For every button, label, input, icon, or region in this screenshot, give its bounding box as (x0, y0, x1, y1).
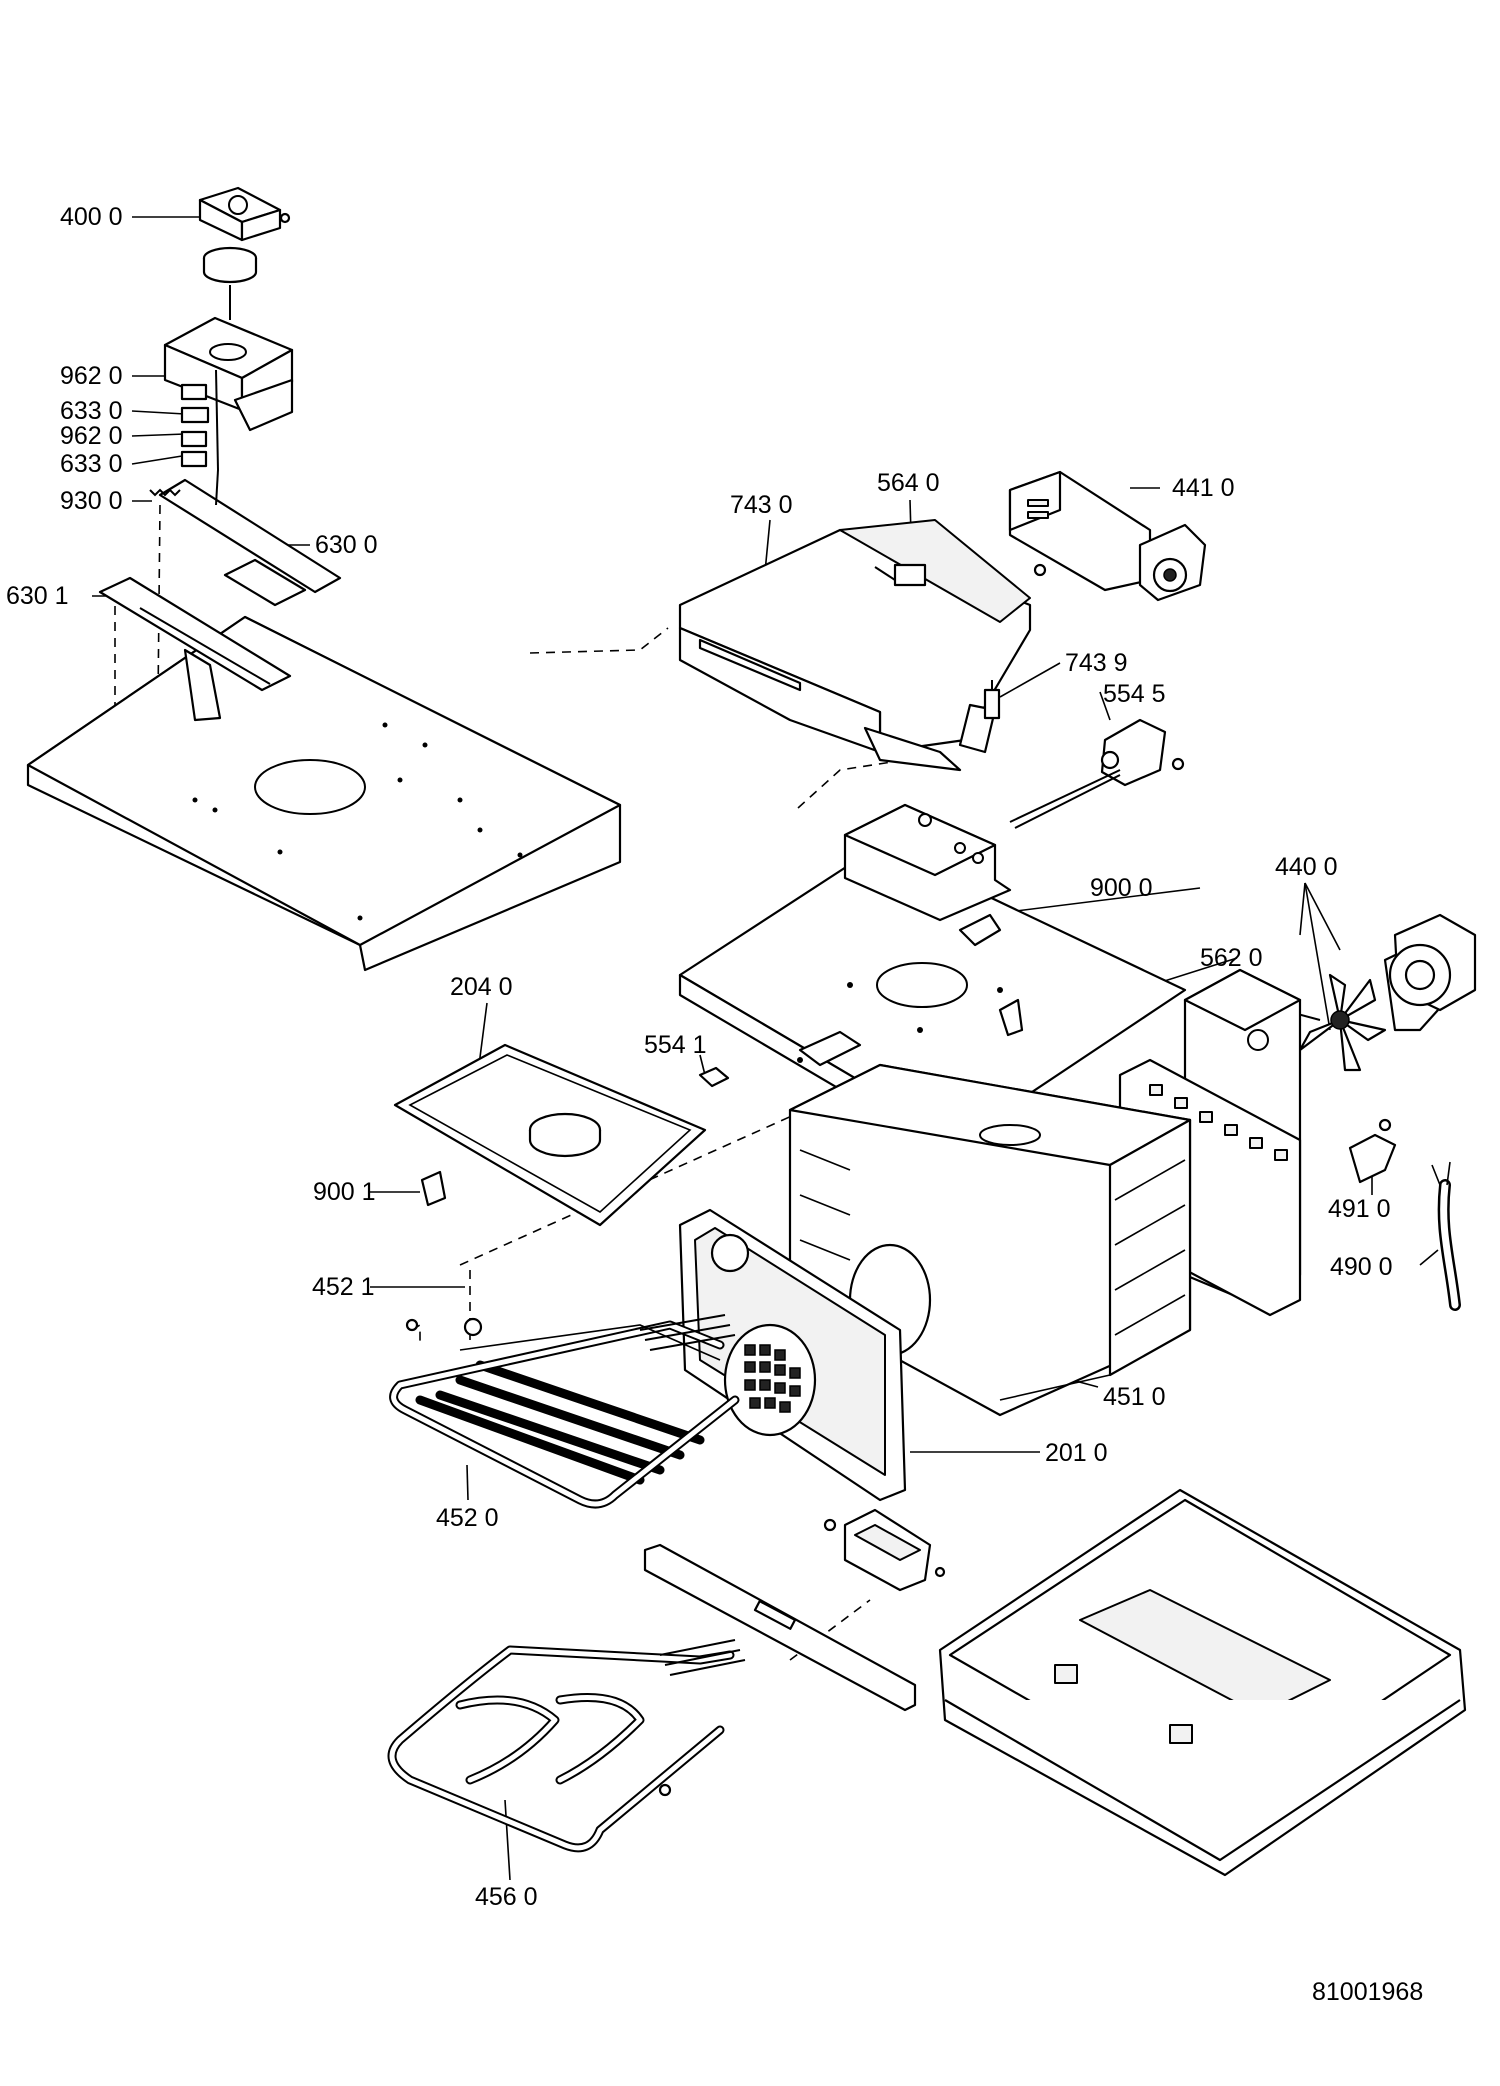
callout-451-0: 451 0 (1103, 1383, 1166, 1411)
fan-grille (744, 1344, 801, 1413)
callout-456-0: 456 0 (475, 1883, 538, 1911)
front-rail (643, 1543, 917, 1712)
callout-633-0-b: 633 0 (60, 450, 123, 478)
callout-491-0: 491 0 (1328, 1195, 1391, 1223)
fan-cover-201-0 (678, 1208, 907, 1502)
callout-204-0: 204 0 (450, 973, 513, 1001)
bracket-554-1 (698, 1066, 730, 1088)
timer-housing (163, 316, 294, 432)
callout-564-0: 564 0 (877, 469, 940, 497)
callout-633-0-a: 633 0 (60, 397, 123, 425)
callout-452-1: 452 1 (312, 1273, 375, 1301)
callout-201-0: 201 0 (1045, 1439, 1108, 1467)
callout-400-0: 400 0 (60, 203, 123, 231)
callout-900-0: 900 0 (1090, 874, 1153, 902)
timer-400-0 (198, 186, 291, 320)
insulation-pad-204-0 (393, 1043, 707, 1227)
bracket-bottom-center (823, 1508, 946, 1592)
callout-962-0-b: 962 0 (60, 422, 123, 450)
terminal-block-491-0 (1348, 1118, 1397, 1184)
bracket-630-1 (98, 576, 292, 722)
grill-element-456-0 (387, 1639, 746, 1853)
callout-554-1: 554 1 (644, 1031, 707, 1059)
callout-743-0: 743 0 (730, 491, 793, 519)
cooling-duct-743-0 (678, 519, 1047, 772)
callout-962-0-a: 962 0 (60, 362, 123, 390)
callout-562-0: 562 0 (1200, 944, 1263, 972)
callout-490-0: 490 0 (1330, 1253, 1393, 1281)
junction-box (843, 803, 1012, 922)
diagram-id: 81001968 (1312, 1978, 1423, 2006)
bracket-630-0 (158, 469, 342, 607)
fan-motor-441-0 (1008, 470, 1207, 602)
callout-452-0: 452 0 (436, 1504, 499, 1532)
power-cable-490-0 (1431, 1161, 1461, 1311)
lamp-holder-743-9 (983, 680, 1001, 720)
grill-element-452-0 (389, 1314, 740, 1509)
callout-630-1: 630 1 (6, 582, 69, 610)
callout-554-5: 554 5 (1103, 680, 1166, 708)
callout-441-0: 441 0 (1172, 474, 1235, 502)
callout-743-9: 743 9 (1065, 649, 1128, 677)
callout-440-0: 440 0 (1275, 853, 1338, 881)
callout-labels: 400 0 962 0 633 0 962 0 633 0 930 0 630 … (6, 203, 1423, 2006)
convection-fan-440-0 (1289, 913, 1477, 1072)
control-panel-plate-630-1 (26, 615, 622, 972)
clip-900-0 (958, 913, 1002, 947)
switch-contacts-962-633 (180, 369, 219, 471)
thermostat-564-0 (874, 563, 927, 587)
bottom-cover (938, 1488, 1467, 1877)
bracket-900-1 (420, 1170, 447, 1207)
thermostat-554-5 (1009, 718, 1185, 829)
callout-630-0: 630 0 (315, 531, 378, 559)
callout-900-1: 900 1 (313, 1178, 376, 1206)
callout-930-0: 930 0 (60, 487, 123, 515)
spring-930-0 (149, 488, 181, 497)
clip-562-0 (998, 998, 1024, 1037)
